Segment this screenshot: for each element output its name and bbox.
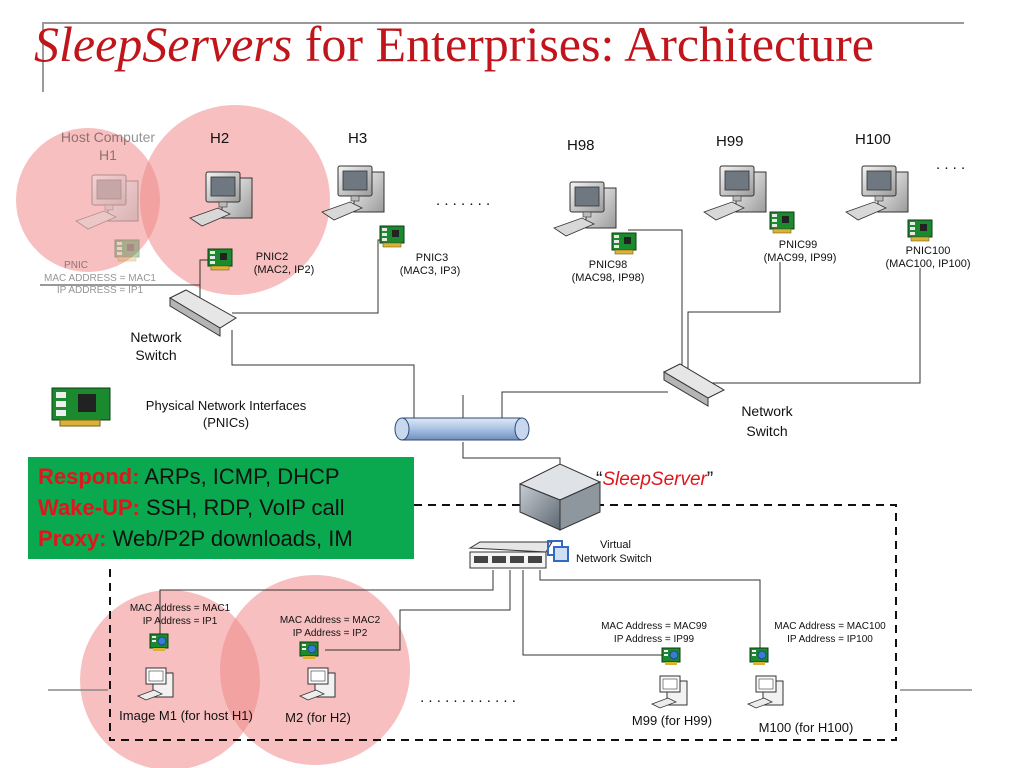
vnic-m1-icon [149, 633, 169, 652]
pnic100-name: PNIC100 [906, 245, 951, 257]
legend-pnic-icon [51, 387, 111, 427]
pnic98-name: PNIC98 [589, 259, 628, 271]
pnic3-address: (MAC3, IP3) [400, 265, 461, 277]
right-network-switch-icon [662, 363, 726, 407]
capability-respond-key: Respond: [38, 464, 140, 489]
m2-mac: MAC Address = MAC2 [280, 615, 381, 626]
sleepserver-icon [518, 463, 602, 531]
virtual-switch-label-line1: Virtual [600, 539, 631, 551]
host-h1-pnic-label: PNIC [64, 260, 88, 271]
vnic-m100-icon [749, 647, 769, 666]
pnic100-address: (MAC100, IP100) [886, 258, 971, 270]
sleepserver-quote-close: ” [707, 469, 713, 490]
vnic-m2-icon [299, 641, 319, 660]
left-network-switch-icon [168, 289, 237, 337]
highlight-circle-h1 [16, 128, 160, 272]
m100-ip: IP Address = IP100 [787, 634, 873, 645]
host-h100-label: H100 [855, 131, 891, 148]
sleepserver-quote-open: “ [596, 469, 602, 490]
host-h99-computer-icon [703, 165, 767, 221]
m2-ip: IP Address = IP2 [293, 628, 368, 639]
m99-mac: MAC Address = MAC99 [601, 621, 707, 632]
host-h1-label-line1: Host Computer [61, 129, 155, 145]
virtual-switch-icon [468, 541, 553, 569]
slide-title: SleepServers for Enterprises: Architectu… [34, 14, 874, 74]
pnic2-name: PNIC2 [256, 251, 288, 263]
host-h98-label: H98 [567, 137, 595, 154]
backbone-bus-icon [394, 417, 530, 441]
host-h2-label: H2 [210, 130, 229, 147]
m99-ip: IP Address = IP99 [614, 634, 695, 645]
host-h98-computer-icon [553, 181, 617, 237]
pnic100-icon [907, 219, 933, 242]
pnic98-address: (MAC98, IP98) [572, 272, 645, 284]
m1-ip: IP Address = IP1 [143, 616, 218, 627]
title-rule-top [42, 22, 964, 24]
host-h3-label: H3 [348, 130, 367, 147]
capability-proxy: Proxy: Web/P2P downloads, IM [38, 523, 404, 554]
capability-respond: Respond: ARPs, ICMP, DHCP [38, 461, 404, 492]
m100-label: M100 (for H100) [759, 720, 854, 735]
m2-label: M2 (for H2) [285, 710, 351, 725]
m1-label: Image M1 (for host H1) [119, 708, 253, 723]
capabilities-box: Respond: ARPs, ICMP, DHCP Wake-UP: SSH, … [28, 457, 414, 559]
m1-mac: MAC Address = MAC1 [130, 603, 231, 614]
pnic99-name: PNIC99 [779, 239, 818, 251]
right-switch-label-line1: Network [741, 403, 793, 419]
images-ellipsis: . . . . . . . . . . . . [420, 689, 516, 706]
m99-label: M99 (for H99) [632, 713, 712, 728]
host-h1-pnic-icon [114, 239, 140, 262]
slide-title-italic: SleepServers [34, 16, 293, 72]
host-h1-ip: IP ADDRESS = IP1 [57, 285, 144, 296]
pnic3-name: PNIC3 [416, 252, 448, 264]
pnic98-icon [611, 232, 637, 255]
legend-pnic-label-line2: (PNICs) [203, 415, 249, 430]
sleepserver-name: SleepServer [602, 469, 707, 490]
virtualization-icon [547, 540, 569, 562]
hosts-ellipsis: . . . . . . . [436, 192, 490, 209]
host-h1-mac: MAC ADDRESS = MAC1 [44, 273, 156, 284]
slide-title-rest: for Enterprises: Architecture [292, 16, 874, 72]
network-cables [40, 229, 921, 656]
vnic-m99-icon [661, 647, 681, 666]
host-h1-label-line2: H1 [99, 147, 117, 163]
capability-wakeup: Wake-UP: SSH, RDP, VoIP call [38, 492, 404, 523]
pnic2-address: (MAC2, IP2) [254, 264, 315, 276]
title-rule-left [42, 22, 44, 92]
host-h3-computer-icon [321, 165, 385, 221]
sleepserver-label: “SleepServer” [596, 469, 713, 490]
left-switch-label-line2: Switch [135, 347, 176, 363]
host-h99-label: H99 [716, 133, 744, 150]
pnic99-icon [769, 211, 795, 234]
left-switch-label-line1: Network [130, 329, 182, 345]
pnic2-icon [207, 248, 233, 271]
pnic99-address: (MAC99, IP99) [764, 252, 837, 264]
pnic3-icon [379, 225, 405, 248]
capability-respond-text: ARPs, ICMP, DHCP [139, 464, 340, 489]
capability-proxy-text: Web/P2P downloads, IM [106, 526, 353, 551]
hosts-ellipsis-right: . . . . [936, 156, 965, 173]
capability-proxy-key: Proxy: [38, 526, 107, 551]
right-switch-label-line2: Switch [746, 423, 787, 439]
capability-wakeup-key: Wake-UP: [38, 495, 140, 520]
vm-m99-icon [651, 675, 688, 709]
virtual-switch-label-line2: Network Switch [576, 553, 652, 565]
virtual-boundary [109, 504, 897, 741]
capability-wakeup-text: SSH, RDP, VoIP call [139, 495, 345, 520]
legend-pnic-label-line1: Physical Network Interfaces [146, 398, 307, 413]
vm-m100-icon [747, 675, 784, 709]
m100-mac: MAC Address = MAC100 [774, 621, 886, 632]
host-h100-computer-icon [845, 165, 909, 221]
